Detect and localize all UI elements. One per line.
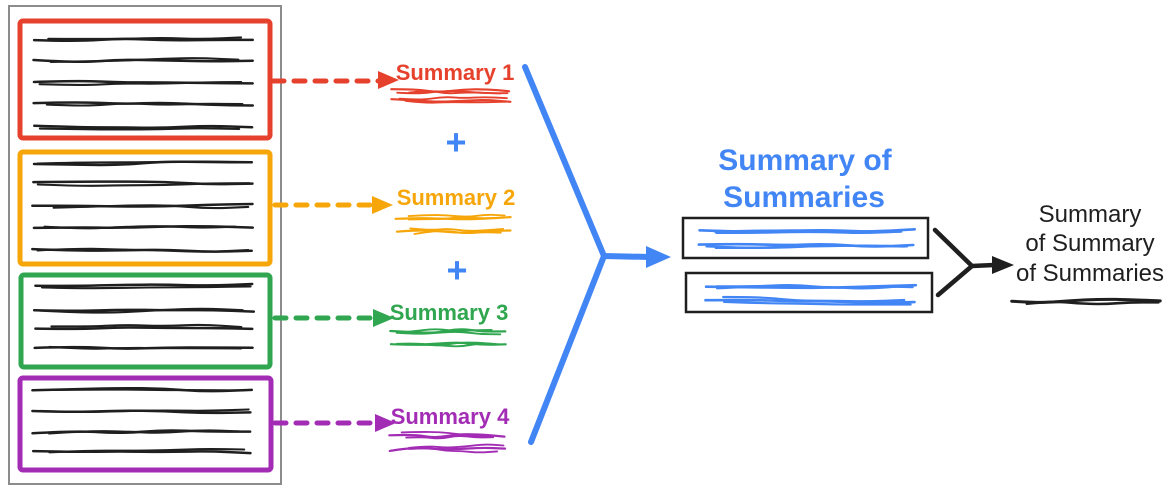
source-documents-border xyxy=(8,5,282,485)
merge-lines-blue xyxy=(522,64,653,445)
doc-1-arrowhead xyxy=(378,71,399,89)
summary-of-summaries-title-line-1: Summary of xyxy=(718,144,892,177)
plus-sign-1: + xyxy=(445,122,466,163)
merge-lines-black xyxy=(932,227,997,298)
merge-arrowhead-blue xyxy=(646,246,671,268)
final-merge xyxy=(932,227,1014,298)
summary-of-summaries-title-line-2: Summaries xyxy=(723,181,885,214)
sos-box-1 xyxy=(681,216,930,260)
final-summary-label-line-2: of Summary xyxy=(1025,230,1154,257)
doc-4-arrowhead xyxy=(375,414,396,432)
source-doc-2-box xyxy=(17,149,273,267)
final-summary-section: Summary of Summary of Summaries xyxy=(1010,201,1164,306)
source-documents-panel xyxy=(8,5,282,485)
source-doc-4-box xyxy=(17,375,274,473)
doc-3-arrowhead xyxy=(373,309,394,327)
summary-4-scribbles xyxy=(388,431,507,454)
sos-box-1-scribbles xyxy=(697,228,916,250)
summary-1-label: Summary 1 xyxy=(396,60,515,85)
summary-2-label: Summary 2 xyxy=(397,185,516,210)
sos-box-2-scribbles xyxy=(704,283,918,306)
source-doc-1-box xyxy=(17,18,273,141)
summary-3-scribbles xyxy=(389,328,507,348)
summaries-merge xyxy=(522,64,671,445)
doc-3-text-scribbles xyxy=(32,282,256,350)
summary-1-scribbles xyxy=(390,88,512,104)
sos-box-2 xyxy=(684,271,934,314)
merge-arrowhead-black xyxy=(992,256,1014,274)
plus-sign-2: + xyxy=(446,250,467,291)
doc-2-text-scribbles xyxy=(31,160,255,253)
doc-1-text-scribbles xyxy=(32,36,255,131)
final-summary-label-line-3: of Summaries xyxy=(1016,260,1164,287)
doc-2-arrow xyxy=(272,196,393,214)
summary-of-summaries-section: Summary of Summaries xyxy=(681,144,934,314)
doc-4-text-scribbles xyxy=(31,386,254,455)
doc-4-arrow xyxy=(272,414,396,432)
doc-2-arrowhead xyxy=(372,196,393,214)
source-doc-3-box xyxy=(18,272,273,370)
final-summary-label-line-1: Summary xyxy=(1039,201,1142,228)
doc-3-arrow xyxy=(272,309,394,327)
final-underline-scribble xyxy=(1010,297,1162,306)
summary-4-label: Summary 4 xyxy=(391,404,510,429)
doc-1-arrow xyxy=(270,71,399,89)
summary-3-label: Summary 3 xyxy=(390,300,509,325)
summary-2-scribbles xyxy=(394,213,512,235)
